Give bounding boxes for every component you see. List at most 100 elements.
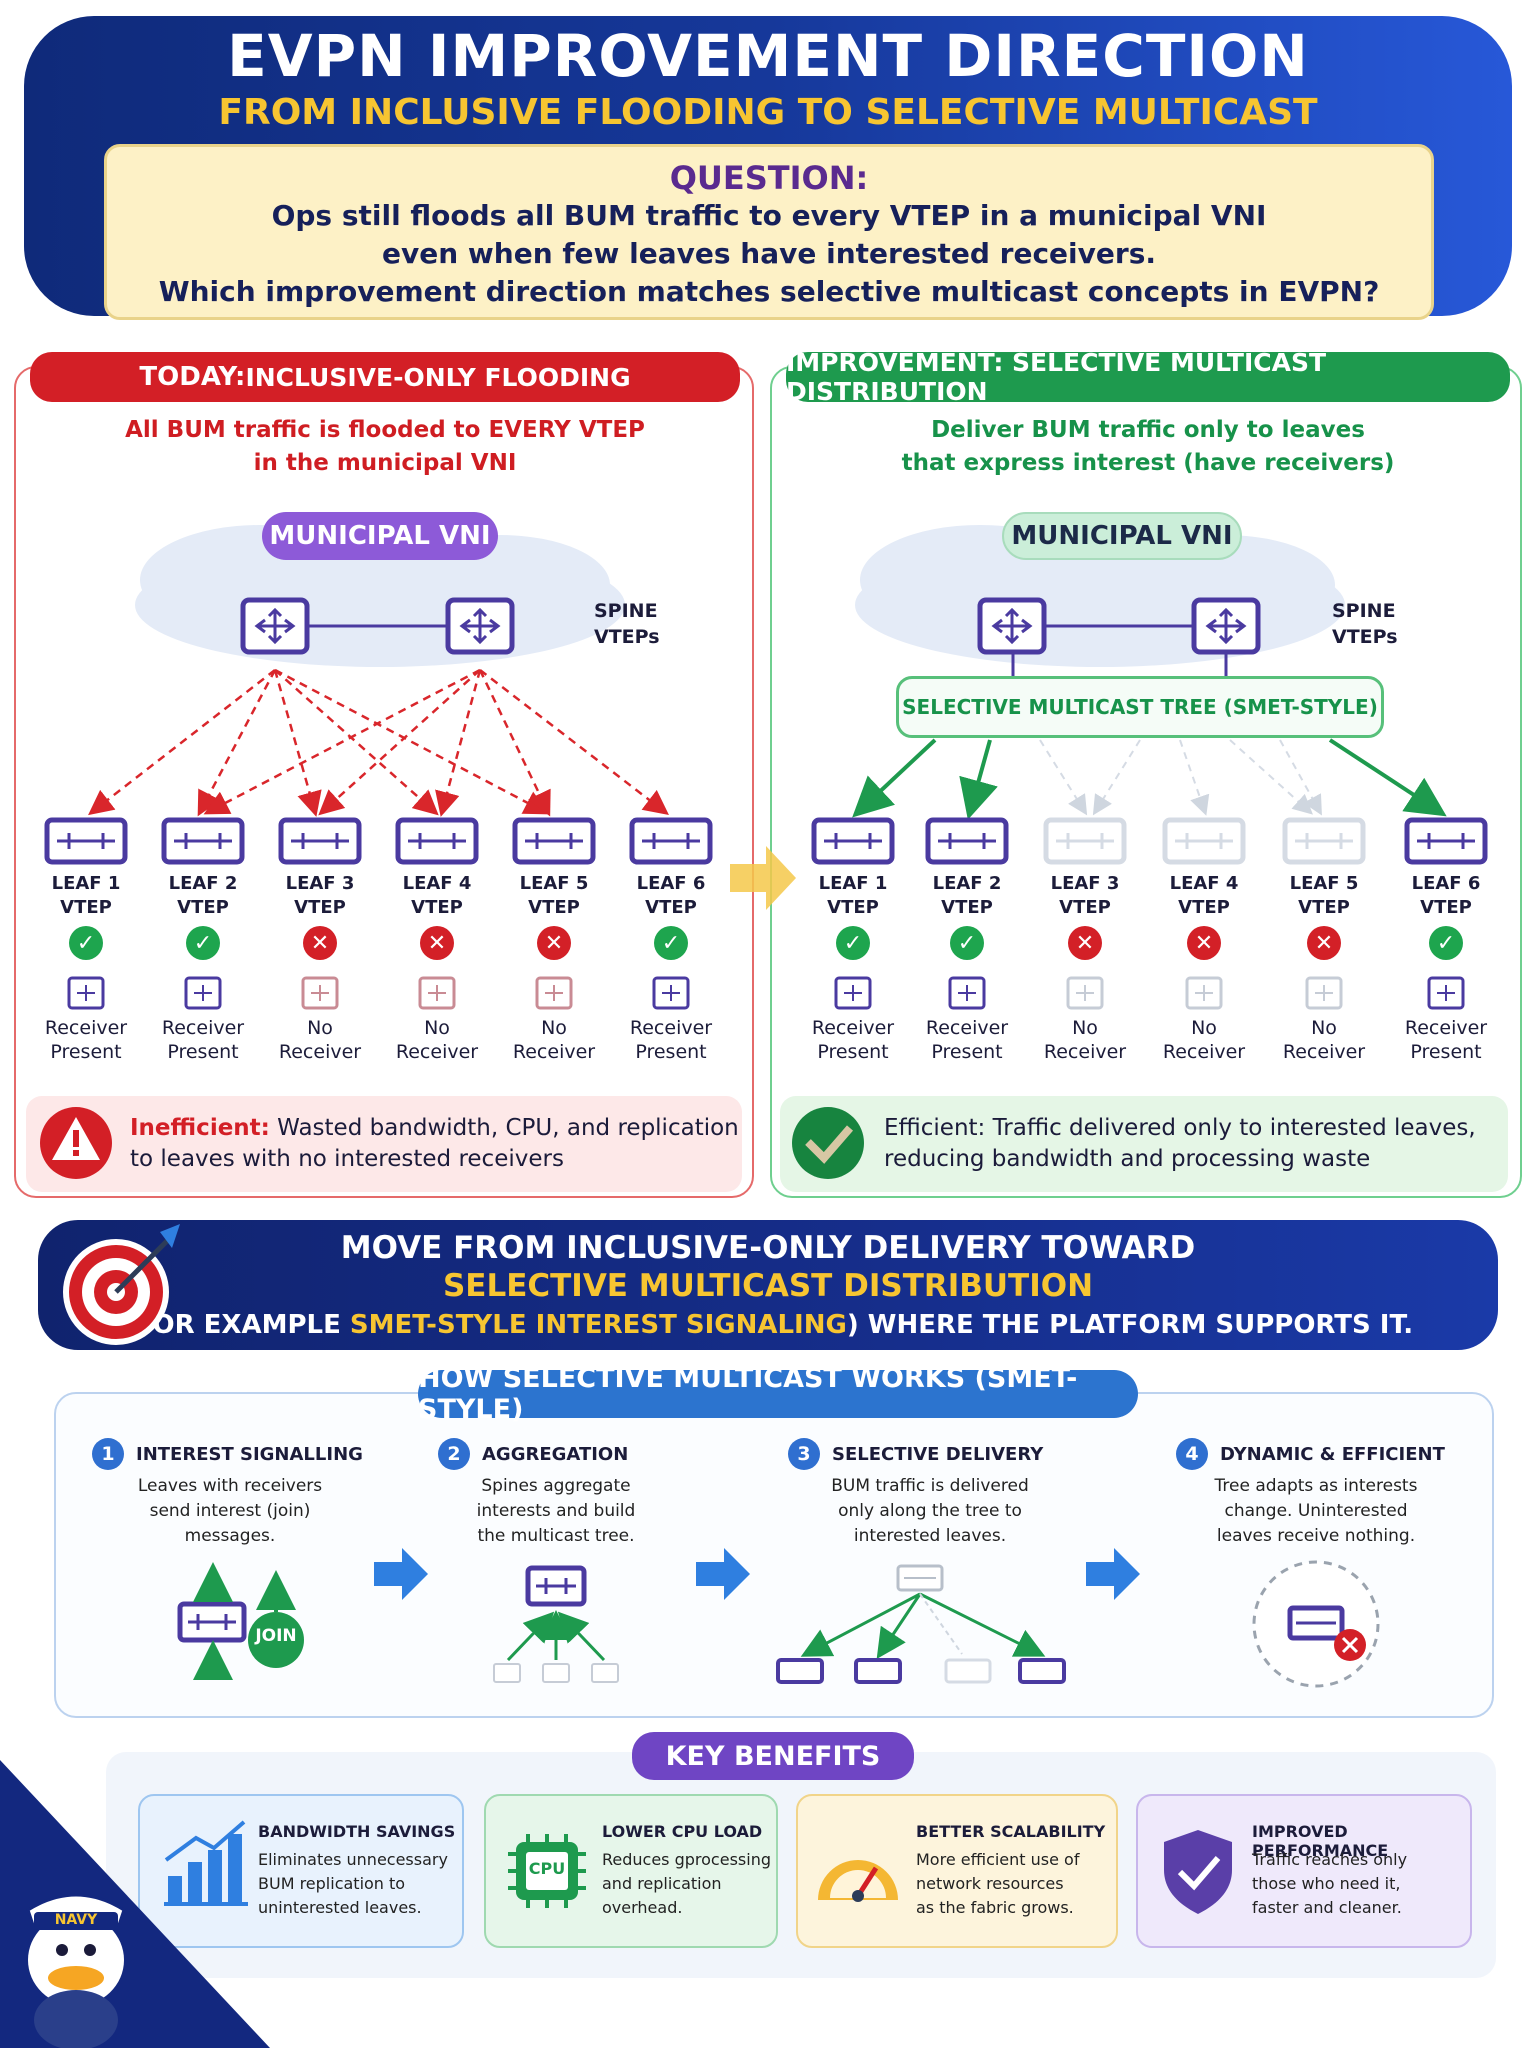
question-label: QUESTION: — [669, 159, 869, 197]
receiver-status-line-2: Receiver — [1162, 1041, 1246, 1063]
cross-icon: ✕ — [1068, 926, 1102, 960]
step-title: INTEREST SIGNALLING — [136, 1444, 363, 1465]
leaf-type: VTEP — [294, 897, 346, 918]
receiver-status-line-1: No — [1072, 1017, 1098, 1039]
receiver-status-line-2: Receiver — [278, 1041, 362, 1063]
today-heading-prefix: TODAY: — [139, 362, 246, 392]
leaf-type: VTEP — [60, 897, 112, 918]
step-description-line: send interest (join) — [149, 1501, 311, 1521]
receiver-status-line-2: Present — [931, 1041, 1003, 1063]
improvement-lead-line-1: Deliver BUM traffic only to leaves — [931, 417, 1365, 443]
leaf-type: VTEP — [177, 897, 229, 918]
how-it-works-box — [54, 1392, 1494, 1718]
step-title: SELECTIVE DELIVERY — [832, 1444, 1044, 1465]
receiver-status-line-1: Receiver — [811, 1017, 895, 1039]
leaf-type: VTEP — [1420, 897, 1472, 918]
receiver-status-line-1: Receiver — [161, 1017, 245, 1039]
leaf-name: LEAF 2 — [932, 873, 1002, 894]
step-description-line: Leaves with receivers — [137, 1476, 323, 1496]
today-footer-strong: Inefficient: — [130, 1115, 270, 1141]
leaf-label: LEAF 1 VTEP — [31, 872, 141, 920]
banner-line-3a: (FOR EXAMPLE — [122, 1310, 350, 1340]
receiver-status-line-2: Receiver — [1043, 1041, 1127, 1063]
improvement-heading: IMPROVEMENT: SELECTIVE MULTICAST DISTRIB… — [786, 348, 1510, 406]
banner-line-3: (FOR EXAMPLE SMET-STYLE INTEREST SIGNALI… — [38, 1310, 1498, 1340]
leaf-name: LEAF 3 — [1050, 873, 1120, 894]
recommendation-banner: MOVE FROM INCLUSIVE-ONLY DELIVERY TOWARD… — [38, 1220, 1498, 1350]
leaf-name: LEAF 6 — [636, 873, 706, 894]
receiver-status-line-1: Receiver — [925, 1017, 1009, 1039]
step-description-line: Spines aggregate — [481, 1476, 631, 1496]
step-number-badge: 1 — [92, 1438, 124, 1470]
today-heading: TODAY: INCLUSIVE-ONLY FLOODING — [30, 352, 740, 402]
spine-label-line-1: SPINE — [594, 600, 658, 622]
leaf-name: LEAF 5 — [519, 873, 589, 894]
step-description-line: messages. — [184, 1526, 276, 1546]
banner-line-2: SELECTIVE MULTICAST DISTRIBUTION — [442, 1268, 1094, 1304]
receiver-status-line-2: Present — [50, 1041, 122, 1063]
benefit-title: IMPROVED PERFORMANCE — [1252, 1822, 1389, 1860]
step-number-badge: 3 — [788, 1438, 820, 1470]
join-badge-label: JOIN — [255, 1626, 297, 1646]
step-description-line: BUM traffic is delivered — [831, 1476, 1029, 1496]
today-lead-line-2: in the municipal VNI — [253, 450, 517, 476]
leaf-type: VTEP — [827, 897, 879, 918]
selective-tree-label: SELECTIVE MULTICAST TREE (SMET-STYLE) — [896, 676, 1384, 738]
improvement-footer: Efficient: Traffic delivered only to int… — [780, 1096, 1508, 1192]
receiver-status-line-1: Receiver — [44, 1017, 128, 1039]
receiver-status-line-2: Receiver — [512, 1041, 596, 1063]
leaf-type: VTEP — [1178, 897, 1230, 918]
question-line-3: Which improvement direction matches sele… — [158, 275, 1380, 308]
step-description-line: change. Uninterested — [1224, 1501, 1408, 1521]
leaf-label: LEAF 2 VTEP — [148, 872, 258, 920]
improvement-panel — [770, 366, 1522, 1198]
leaf-label: LEAF 3 VTEP — [1030, 872, 1140, 920]
leaf-type: VTEP — [411, 897, 463, 918]
cpu-chip-label: CPU — [528, 1859, 566, 1878]
how-it-works-heading: HOW SELECTIVE MULTICAST WORKS (SMET-STYL… — [418, 1363, 1138, 1425]
cross-icon: ✕ — [420, 926, 454, 960]
leaf-name: LEAF 1 — [51, 873, 121, 894]
leaf-name: LEAF 5 — [1289, 873, 1359, 894]
leaf-name: LEAF 4 — [1169, 873, 1239, 894]
leaf-label: LEAF 5 VTEP — [1269, 872, 1379, 920]
receiver-status-line-2: Present — [167, 1041, 239, 1063]
benefit-description-line: BUM replication to — [258, 1874, 406, 1893]
today-footer-text: Wasted bandwidth, CPU, and replication — [269, 1115, 739, 1141]
benefit-description-line: and replication — [602, 1874, 722, 1893]
benefit-description-line: faster and cleaner. — [1252, 1898, 1402, 1917]
benefit-description-line: Eliminates unnecessary — [258, 1850, 448, 1869]
receiver-status-line-2: Receiver — [1282, 1041, 1366, 1063]
check-icon: ✓ — [1429, 926, 1463, 960]
leaf-type: VTEP — [1059, 897, 1111, 918]
cross-icon: ✕ — [303, 926, 337, 960]
leaf-type: VTEP — [645, 897, 697, 918]
leaf-type: VTEP — [1298, 897, 1350, 918]
improvement-lead: Deliver BUM traffic only to leaves that … — [786, 414, 1510, 480]
page-title: EVPN IMPROVEMENT DIRECTION — [227, 22, 1309, 90]
receiver-status-line-1: No — [541, 1017, 567, 1039]
step-number-badge: 2 — [438, 1438, 470, 1470]
banner-line-3c: ) WHERE THE PLATFORM SUPPORTS IT. — [846, 1310, 1414, 1340]
leaf-name: LEAF 2 — [168, 873, 238, 894]
step-title: AGGREGATION — [482, 1444, 629, 1465]
question-box: QUESTION: Ops still floods all BUM traff… — [104, 144, 1434, 320]
